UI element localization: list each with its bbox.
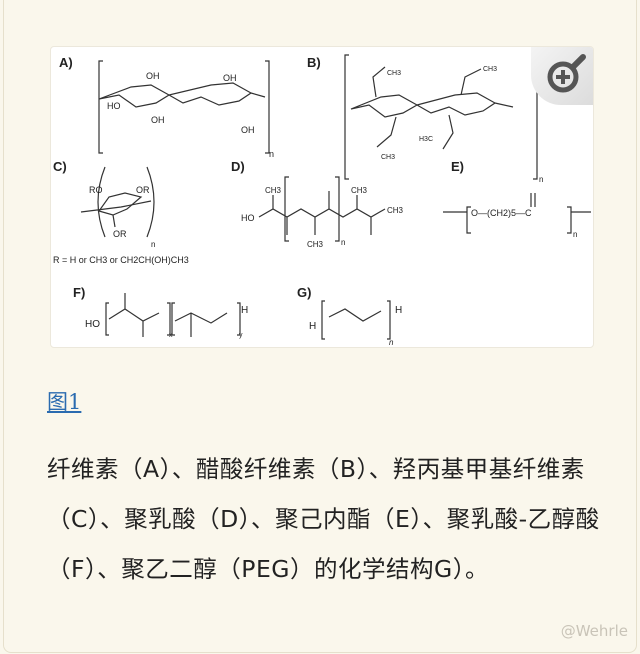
svg-text:OH: OH <box>151 115 165 125</box>
cellulose-rings <box>98 82 266 108</box>
label-f: F) <box>73 285 85 300</box>
svg-text:OR: OR <box>113 229 127 239</box>
figure-link[interactable]: 图1 <box>47 390 82 414</box>
svg-text:OR: OR <box>136 185 150 195</box>
r-definition: R = H or CH3 or CH2CH(OH)CH3 <box>53 255 189 265</box>
label-c: C) <box>53 159 67 174</box>
svg-text:H: H <box>395 305 402 316</box>
pla-chain <box>258 176 386 242</box>
svg-text:n: n <box>269 149 274 159</box>
svg-text:y: y <box>239 332 243 339</box>
svg-text:n: n <box>341 238 345 247</box>
pcl-chain <box>443 193 591 234</box>
svg-text:CH3: CH3 <box>265 186 282 195</box>
svg-text:n: n <box>151 240 155 249</box>
bracket-a <box>98 60 270 154</box>
svg-text:RO: RO <box>89 185 103 195</box>
magnifier-plus-icon <box>547 54 586 93</box>
svg-text:CH3: CH3 <box>387 70 401 77</box>
svg-text:H3C: H3C <box>419 136 433 143</box>
svg-text:CH3: CH3 <box>307 240 324 249</box>
label-d: D) <box>231 159 245 174</box>
svg-text:O—(CH2)5—C: O—(CH2)5—C <box>471 208 532 218</box>
label-a: A) <box>59 55 73 70</box>
svg-text:CH3: CH3 <box>483 66 497 73</box>
watermark: @Wehrle <box>560 622 628 640</box>
svg-text:n: n <box>539 175 543 184</box>
bracket-b <box>344 54 538 180</box>
label-b: B) <box>307 55 321 70</box>
svg-text:OH: OH <box>146 71 160 81</box>
svg-text:CH3: CH3 <box>387 206 404 215</box>
svg-text:HO: HO <box>107 101 121 111</box>
svg-text:OH: OH <box>223 73 237 83</box>
svg-text:HO: HO <box>241 213 255 223</box>
svg-text:H: H <box>241 305 248 316</box>
label-e: E) <box>451 159 464 174</box>
peg-chain <box>321 300 391 340</box>
svg-text:n: n <box>389 338 394 347</box>
plga-chain <box>105 293 241 337</box>
svg-text:HO: HO <box>85 319 100 330</box>
svg-text:x: x <box>169 332 173 339</box>
svg-text:CH3: CH3 <box>381 154 395 161</box>
svg-text:n: n <box>573 230 577 239</box>
svg-text:OH: OH <box>241 125 255 135</box>
svg-text:CH3: CH3 <box>351 186 368 195</box>
bracket-c <box>80 166 155 238</box>
figure-caption: 纤维素（A）、醋酸纤维素（B）、羟丙基甲基纤维素（C）、聚乳酸（D）、聚己内酯（… <box>47 455 600 583</box>
zoom-image-button[interactable] <box>531 47 593 105</box>
acetate-rings <box>350 66 514 150</box>
svg-text:H: H <box>309 321 316 332</box>
hpmc-ring <box>98 192 143 228</box>
article-card <box>3 0 637 653</box>
label-g: G) <box>297 285 311 300</box>
